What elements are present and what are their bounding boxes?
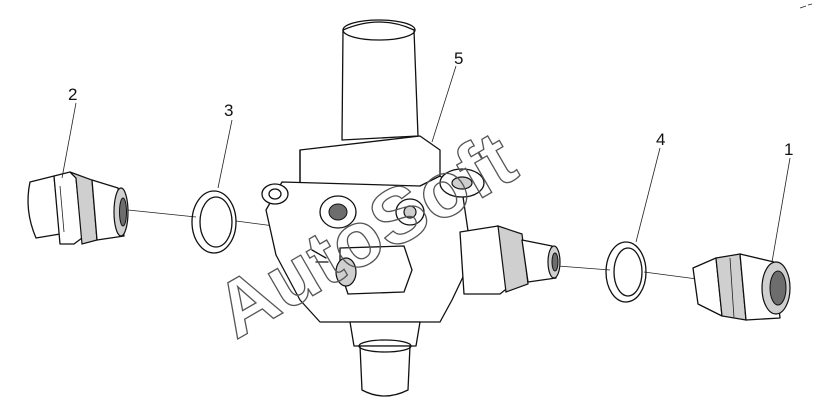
callout-2: 2: [68, 85, 77, 104]
leader-line-5: [431, 65, 457, 143]
callout-4: 4: [656, 130, 665, 149]
part-3-ring-seal: [191, 190, 237, 254]
axis-line-right-outer: [643, 271, 698, 280]
leader-line-4: [635, 147, 661, 243]
axis-line-left-outer: [127, 209, 197, 218]
leader-line-2: [61, 102, 77, 179]
leader-line-1: [771, 157, 791, 263]
part-5-valve-body: [261, 19, 561, 397]
part-4-ring-seal: [605, 241, 647, 303]
leader-line-3: [217, 119, 233, 189]
axis-line-right-inner: [557, 265, 611, 271]
part-2-fitting: [27, 171, 129, 245]
corner-mark: [799, 3, 813, 9]
callout-1: 1: [784, 140, 793, 159]
callout-5: 5: [454, 49, 463, 68]
callout-3: 3: [224, 101, 233, 120]
part-1-fitting: [692, 253, 791, 321]
